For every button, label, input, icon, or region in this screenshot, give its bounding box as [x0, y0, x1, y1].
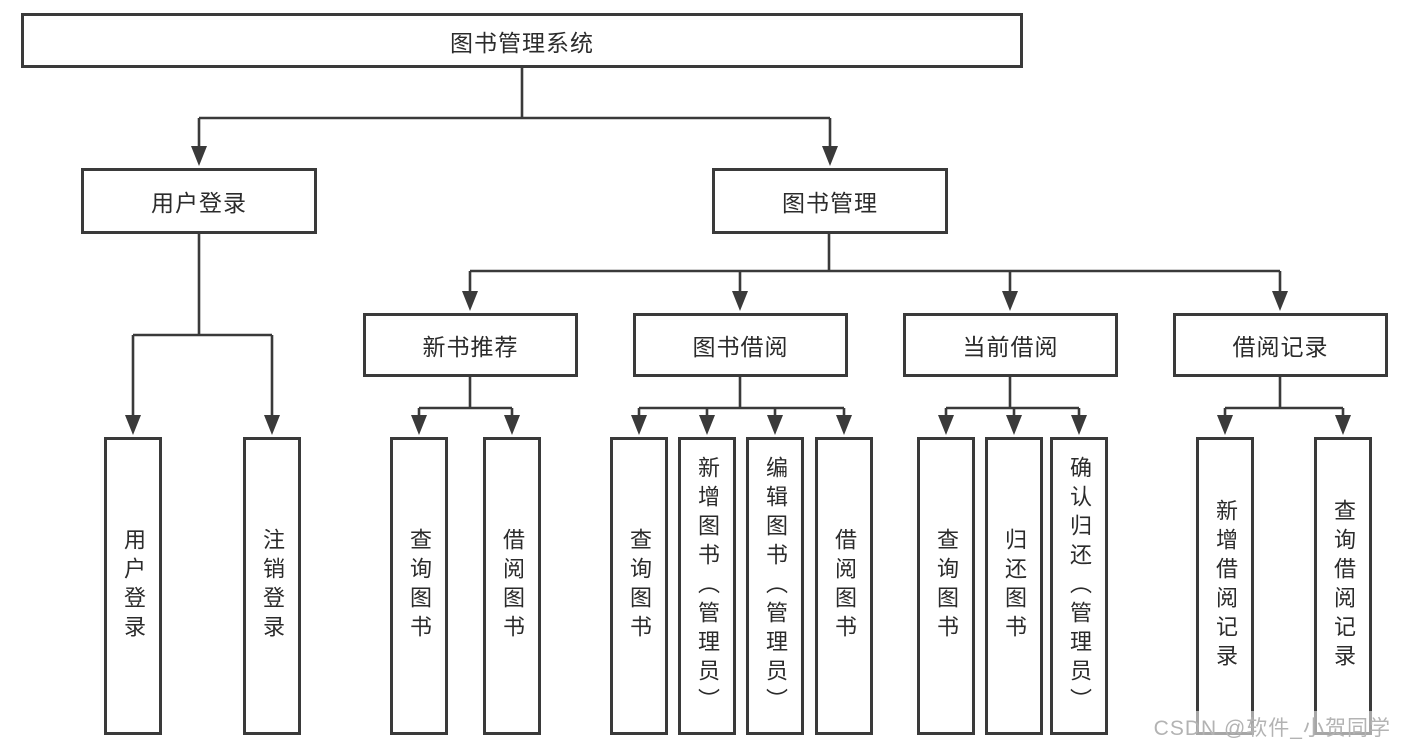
- leaf-query-borrow-record: 查询借阅记录: [1314, 437, 1372, 735]
- leaf-query-books-borrow: 查询图书: [610, 437, 668, 735]
- leaf-add-book-admin: 新增图书（管理员）: [678, 437, 736, 735]
- leaf-borrow-books: 借阅图书: [815, 437, 873, 735]
- watermark-text: CSDN @软件_小贺同学: [1149, 711, 1395, 743]
- leaf-add-borrow-record: 新增借阅记录: [1196, 437, 1254, 735]
- node-library-system: 图书管理系统: [21, 13, 1023, 68]
- leaf-query-books-current: 查询图书: [917, 437, 975, 735]
- leaf-query-books-recommend: 查询图书: [390, 437, 448, 735]
- leaf-borrow-books-recommend: 借阅图书: [483, 437, 541, 735]
- node-book-borrow: 图书借阅: [633, 313, 848, 377]
- node-current-borrow: 当前借阅: [903, 313, 1118, 377]
- node-user-login: 用户登录: [81, 168, 317, 234]
- node-book-management: 图书管理: [712, 168, 948, 234]
- leaf-user-login: 用户登录: [104, 437, 162, 735]
- node-new-book-recommend: 新书推荐: [363, 313, 578, 377]
- leaf-confirm-return-admin: 确认归还（管理员）: [1050, 437, 1108, 735]
- node-borrow-records: 借阅记录: [1173, 313, 1388, 377]
- leaf-logout: 注销登录: [243, 437, 301, 735]
- leaf-edit-book-admin: 编辑图书（管理员）: [746, 437, 804, 735]
- leaf-return-books: 归还图书: [985, 437, 1043, 735]
- arrowheads: [125, 146, 1351, 435]
